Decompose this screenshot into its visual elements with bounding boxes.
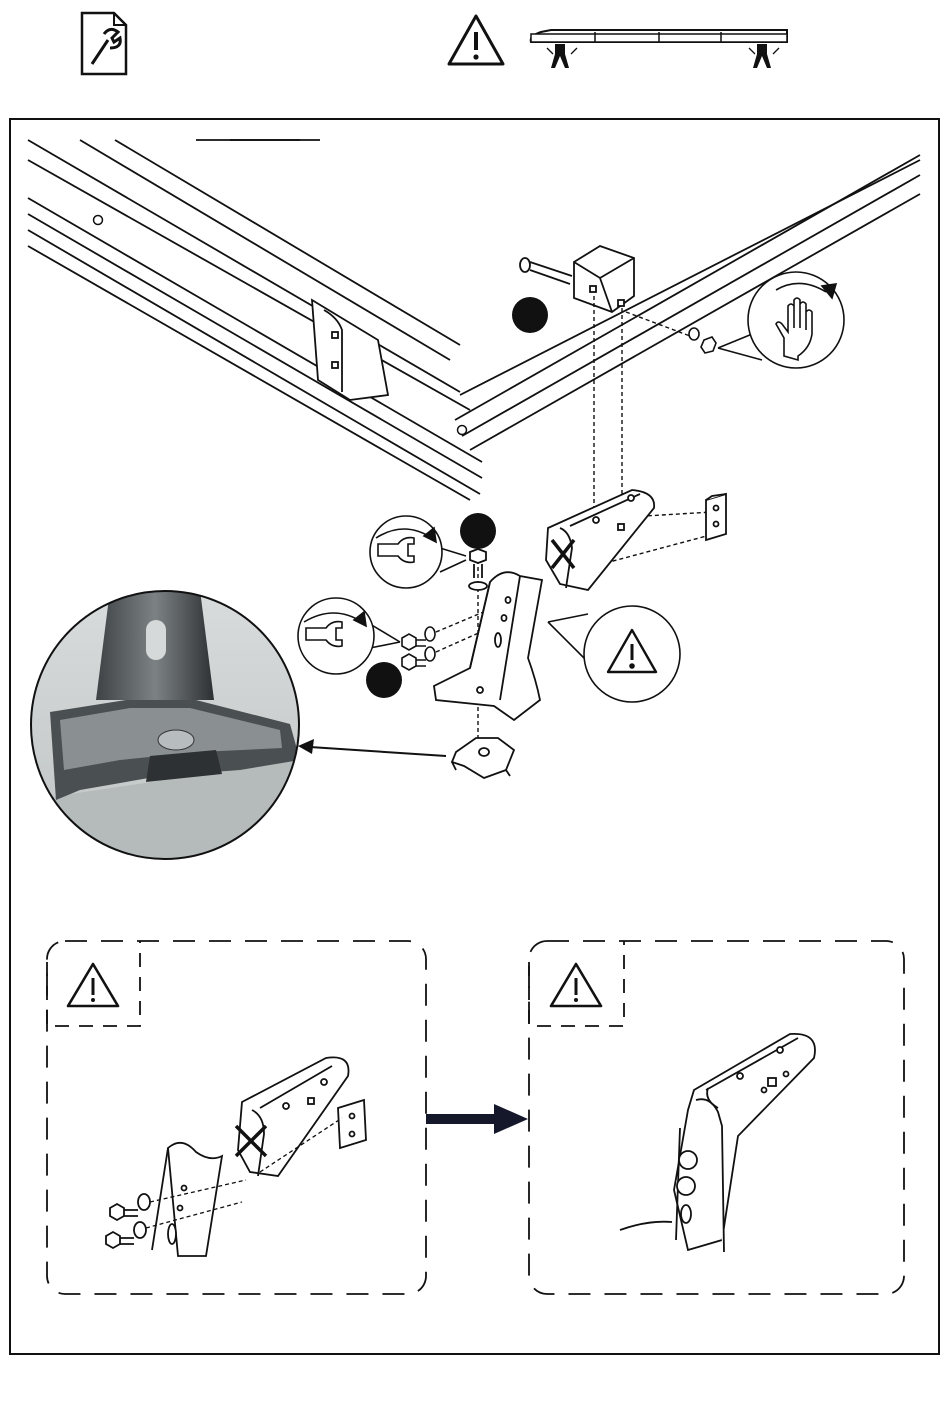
- step-marker: [512, 297, 548, 333]
- warning-callout-icon: [548, 606, 680, 702]
- correct-assembly-panel: [528, 940, 906, 1296]
- warning-icon: [68, 964, 118, 1006]
- step-marker: [366, 662, 402, 698]
- roof-rack-bar-icon: [525, 20, 793, 82]
- step-marker: [460, 513, 496, 549]
- wrench-tighten-icon: [370, 516, 466, 588]
- wrong-assembly-panel: [46, 940, 428, 1296]
- warning-icon: [551, 964, 601, 1006]
- hand-tighten-icon: [718, 272, 844, 368]
- next-arrow: [426, 1104, 530, 1134]
- document-wrench-icon: [78, 10, 130, 78]
- warning-icon: [445, 12, 507, 68]
- main-illustration: [11, 120, 938, 920]
